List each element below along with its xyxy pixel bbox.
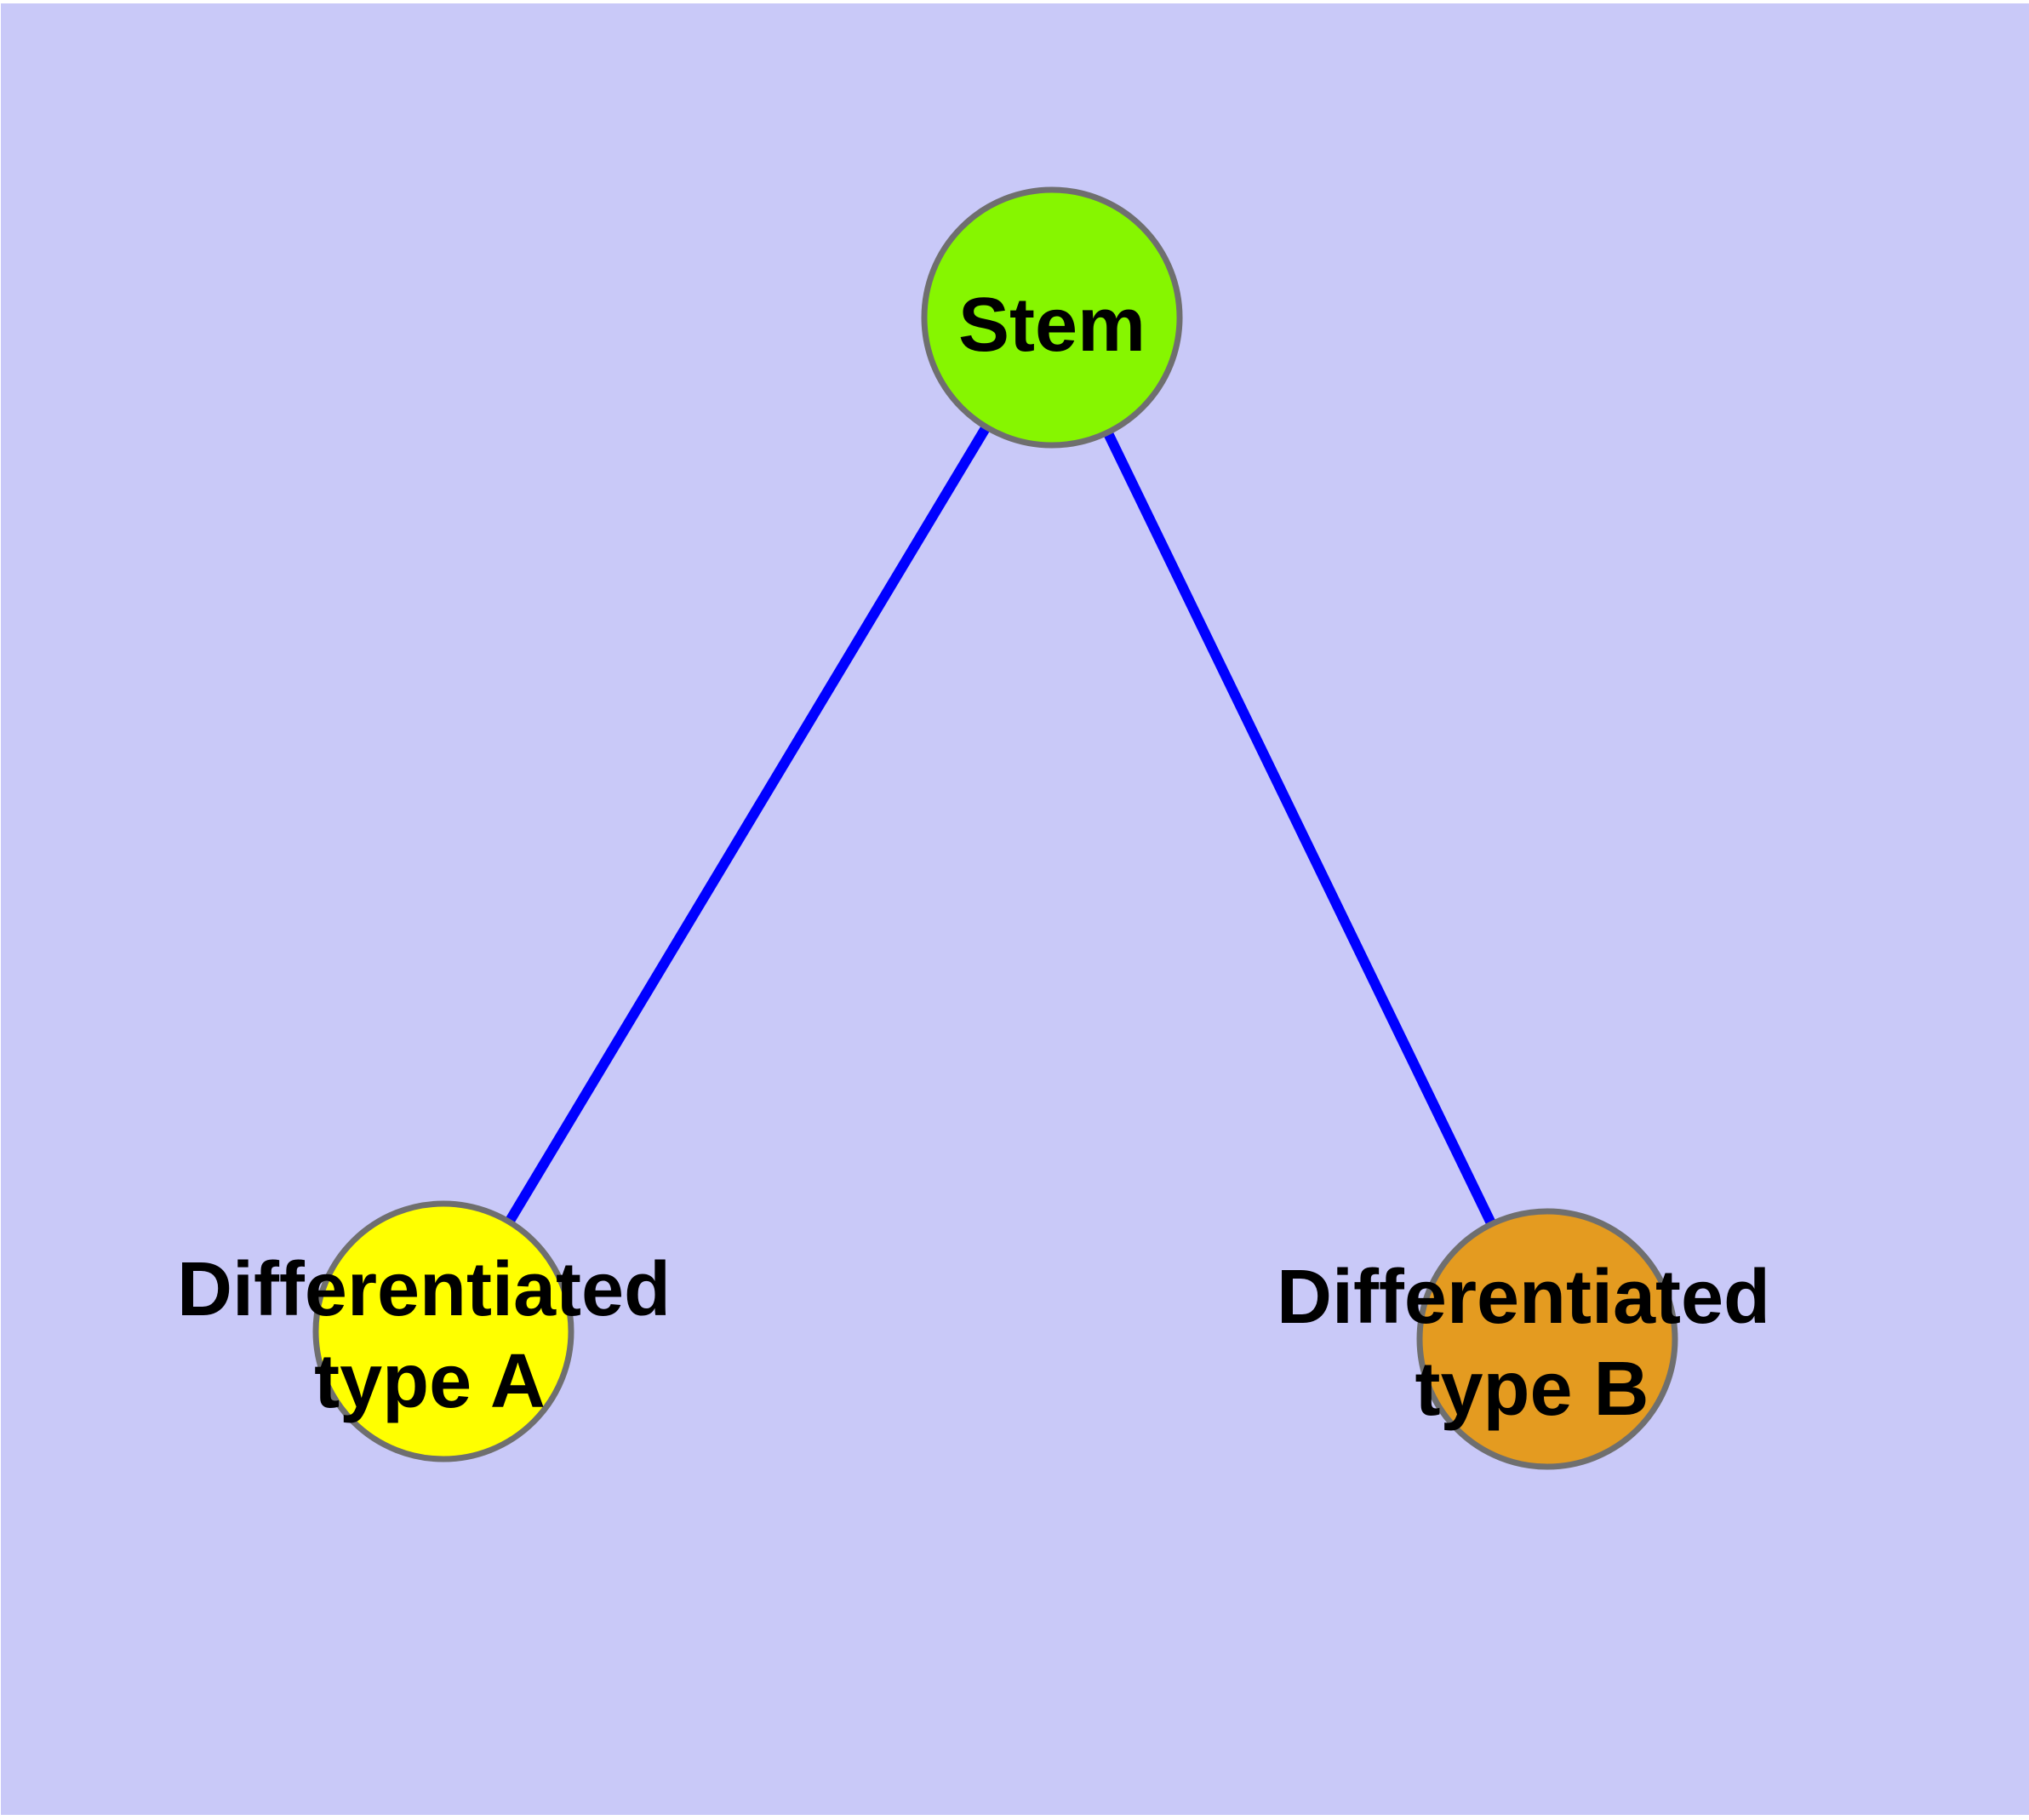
node-type-b-label-line1: Differentiated	[1277, 1255, 1770, 1340]
node-type-a-label-line2: type A	[314, 1339, 546, 1424]
node-type-b-circle	[1416, 1208, 1678, 1470]
node-type-b	[1416, 1208, 1678, 1470]
node-stem	[921, 186, 1183, 449]
node-type-a-label-line1: Differentiated	[177, 1247, 671, 1332]
node-type-a-circle	[312, 1200, 574, 1462]
edge-stem-to-type-a	[438, 314, 1057, 1335]
node-type-b-label-line2: type B	[1415, 1347, 1649, 1432]
node-stem-circle	[921, 186, 1183, 449]
node-stem-label: Stem	[958, 283, 1146, 368]
node-type-a	[312, 1200, 574, 1462]
edge-stem-to-type-b	[1047, 315, 1552, 1342]
